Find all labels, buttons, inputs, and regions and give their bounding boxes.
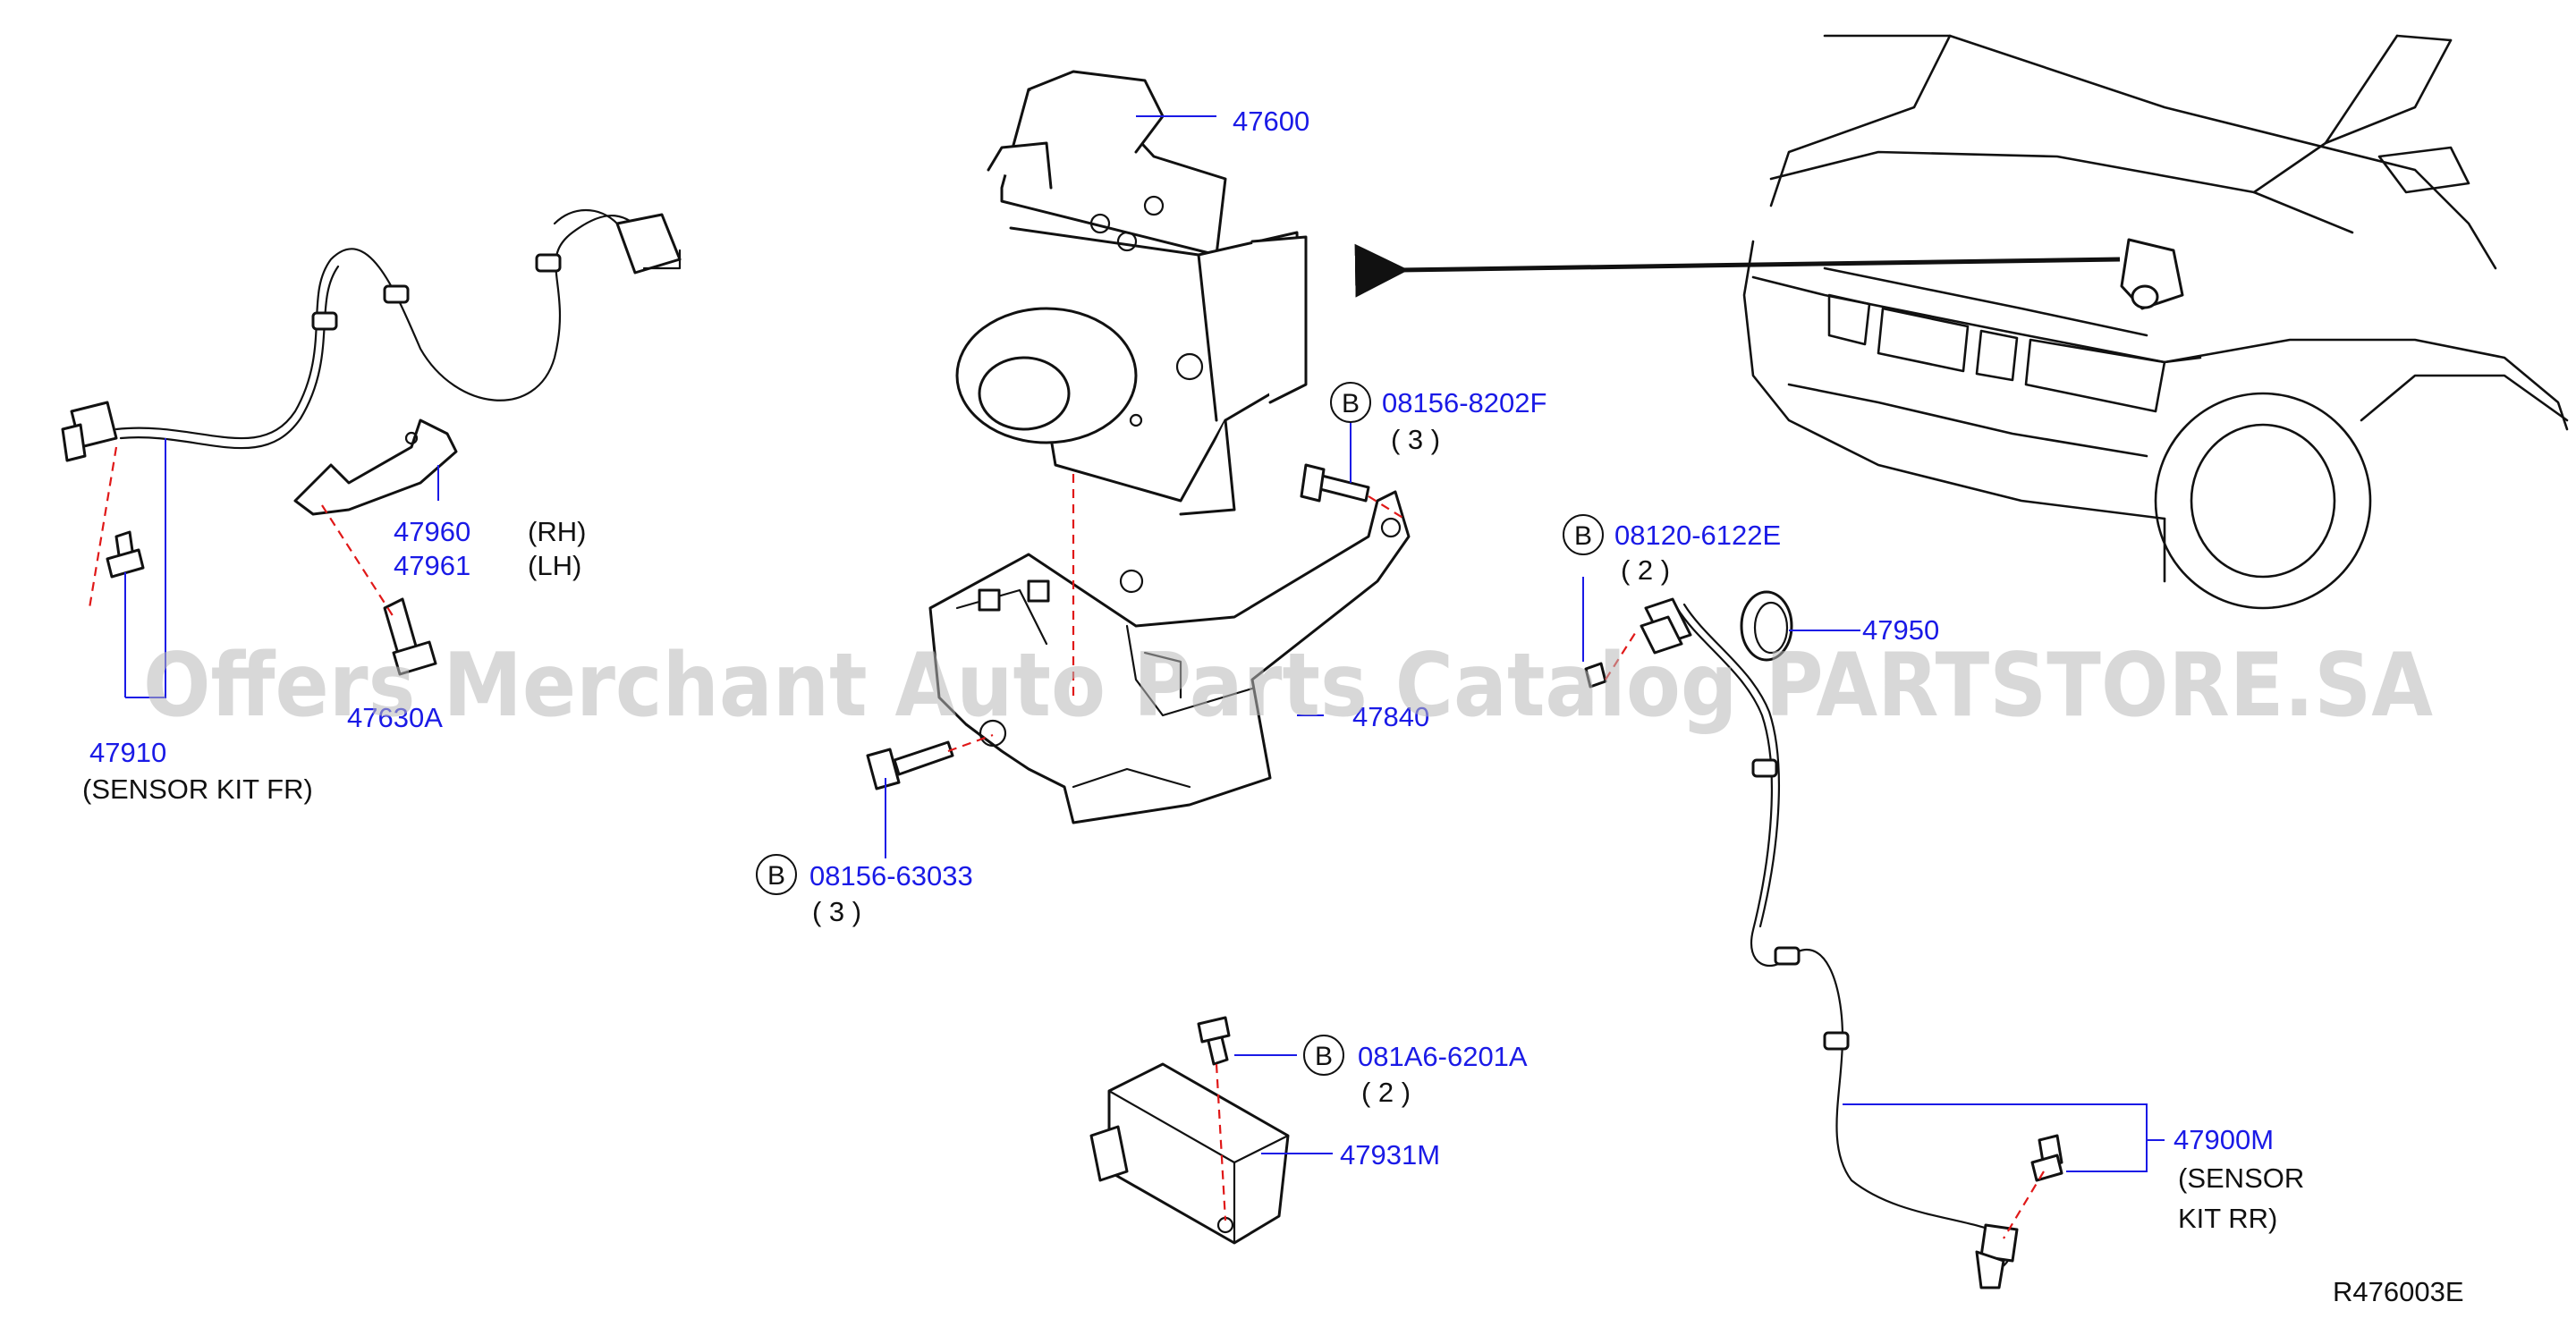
front-wheel-sensor-illustration xyxy=(61,208,682,462)
bracket-illustration xyxy=(928,490,1411,824)
part-number-08156-8202f[interactable]: 08156-8202F xyxy=(1382,387,1546,418)
qty-08156-63033: ( 3 ) xyxy=(812,896,861,927)
desc-47910: (SENSOR KIT FR) xyxy=(82,773,313,805)
sensor-clip-illustration xyxy=(293,418,458,516)
part-number-47960[interactable]: 47960 xyxy=(394,516,470,547)
desc-47900m-line1: (SENSOR xyxy=(2178,1162,2304,1194)
leader-lines xyxy=(124,115,2165,1172)
bolt-08120-6122e-illustration xyxy=(1584,662,1607,689)
part-number-47900m[interactable]: 47900M xyxy=(2174,1124,2274,1155)
location-arrow xyxy=(1354,243,2121,298)
bolt-marker-081a6-6201a: B xyxy=(1303,1035,1344,1076)
desc-47900m-line2: KIT RR) xyxy=(2178,1203,2277,1234)
fastener-lines xyxy=(88,446,2045,1239)
part-number-47950[interactable]: 47950 xyxy=(1862,614,1939,646)
bolt-47630a-illustration xyxy=(383,597,437,676)
front-sensor-bolt-illustration xyxy=(106,530,145,579)
part-number-47600[interactable]: 47600 xyxy=(1233,106,1309,137)
qty-08120-6122e: ( 2 ) xyxy=(1621,554,1670,586)
part-number-08156-63033[interactable]: 08156-63033 xyxy=(809,860,973,892)
vehicle-illustration xyxy=(1742,34,2569,610)
bolt-08156-63033-illustration xyxy=(866,740,954,790)
qty-081a6-6201a: ( 2 ) xyxy=(1361,1077,1411,1108)
svg-text:B: B xyxy=(1342,389,1360,418)
diagram-reference: R476003E xyxy=(2333,1276,2464,1307)
svg-text:B: B xyxy=(1574,521,1592,551)
qty-08156-8202f: ( 3 ) xyxy=(1391,424,1440,455)
part-number-47931m[interactable]: 47931M xyxy=(1340,1139,1440,1171)
side-47960: (RH) xyxy=(528,516,586,547)
part-number-08120-6122e[interactable]: 08120-6122E xyxy=(1614,520,1781,551)
rear-wheel-sensor-illustration xyxy=(1640,597,2019,1289)
rear-sensor-bolt-illustration xyxy=(2030,1134,2063,1182)
part-number-47910[interactable]: 47910 xyxy=(89,737,166,768)
bolt-marker-08120-6122e: B xyxy=(1563,514,1604,555)
bolt-marker-08156-8202f: B xyxy=(1330,382,1371,423)
part-number-081a6-6201a[interactable]: 081A6-6201A xyxy=(1358,1041,1528,1072)
tone-ring-illustration xyxy=(1740,590,1793,662)
abs-actuator-illustration xyxy=(955,70,1308,516)
bolt-08156-8202f-illustration xyxy=(1300,463,1370,503)
yaw-rate-sensor-illustration xyxy=(1089,1016,1290,1245)
part-number-47961[interactable]: 47961 xyxy=(394,550,470,581)
bolt-marker-08156-63033: B xyxy=(756,854,797,895)
part-number-47630a[interactable]: 47630A xyxy=(347,702,443,733)
watermark: Offers Merchant Auto Parts Catalog PARTS… xyxy=(143,635,2433,737)
side-47961: (LH) xyxy=(528,550,581,581)
svg-text:B: B xyxy=(1315,1042,1333,1071)
part-number-47840[interactable]: 47840 xyxy=(1352,701,1429,732)
svg-text:B: B xyxy=(767,861,785,891)
